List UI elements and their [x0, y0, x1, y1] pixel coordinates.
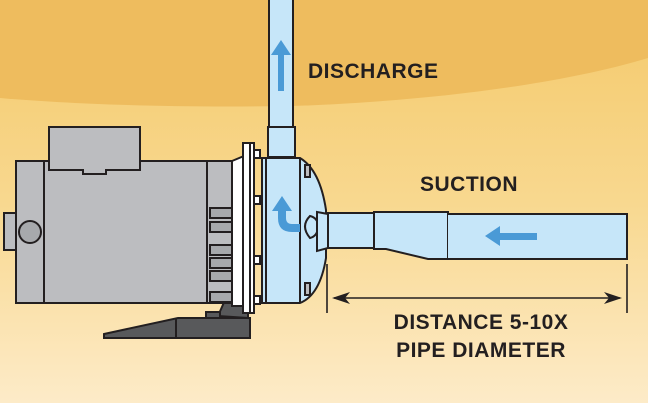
dimension-arrowhead-left	[332, 292, 350, 304]
dimension-arrowhead-right	[604, 292, 622, 304]
discharge-arrow-icon	[271, 40, 291, 91]
impeller-flow-arrow-icon	[272, 196, 300, 232]
distance-label-line1: DISTANCE 5-10X	[393, 311, 569, 334]
motor-body	[15, 160, 233, 304]
eccentric-reducer	[373, 211, 449, 260]
suction-label: SUCTION	[420, 173, 518, 196]
distance-label: DISTANCE 5-10X PIPE DIAMETER	[330, 309, 632, 365]
adapter-flange	[231, 142, 261, 314]
discharge-label: DISCHARGE	[308, 60, 439, 83]
motor	[3, 126, 233, 304]
distance-dimension	[326, 264, 628, 313]
suction-pipe	[316, 210, 628, 260]
suction-pipe-short-section	[327, 212, 375, 249]
motor-capacitor-cap	[18, 220, 42, 244]
background-wave	[0, 0, 648, 107]
motor-end-nub	[3, 212, 17, 251]
flow-arrows	[271, 40, 537, 246]
suction-pipe-long-section	[448, 213, 628, 260]
suction-arrow-icon	[485, 226, 537, 246]
distance-label-line2: PIPE DIAMETER	[396, 339, 566, 362]
junction-box	[48, 126, 141, 175]
